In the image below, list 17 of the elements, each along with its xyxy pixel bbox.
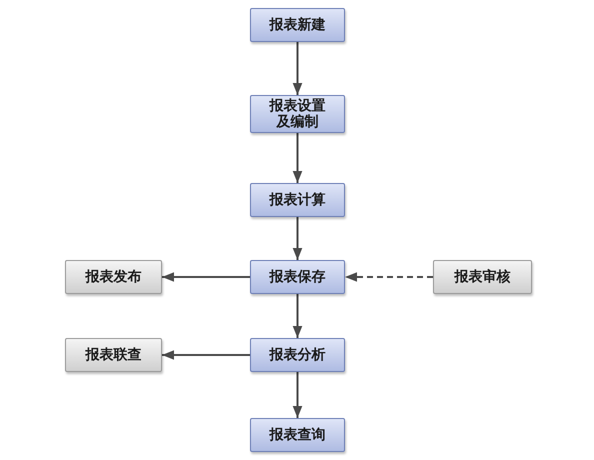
process-box: 报表查询 <box>250 418 345 452</box>
arrow <box>162 272 250 282</box>
process-box: 报表设置及编制 <box>250 95 345 133</box>
side-process-box: 报表审核 <box>433 260 532 294</box>
arrow <box>292 217 302 260</box>
side-process-box: 报表发布 <box>65 260 162 294</box>
arrow <box>292 133 302 183</box>
arrow <box>162 350 250 360</box>
arrow <box>292 372 302 418</box>
arrow <box>345 272 433 282</box>
process-box: 报表新建 <box>250 8 345 42</box>
process-box: 报表保存 <box>250 260 345 294</box>
arrow <box>292 294 302 338</box>
side-process-box: 报表联查 <box>65 338 162 372</box>
arrow <box>292 42 302 95</box>
process-box: 报表分析 <box>250 338 345 372</box>
process-box: 报表计算 <box>250 183 345 217</box>
